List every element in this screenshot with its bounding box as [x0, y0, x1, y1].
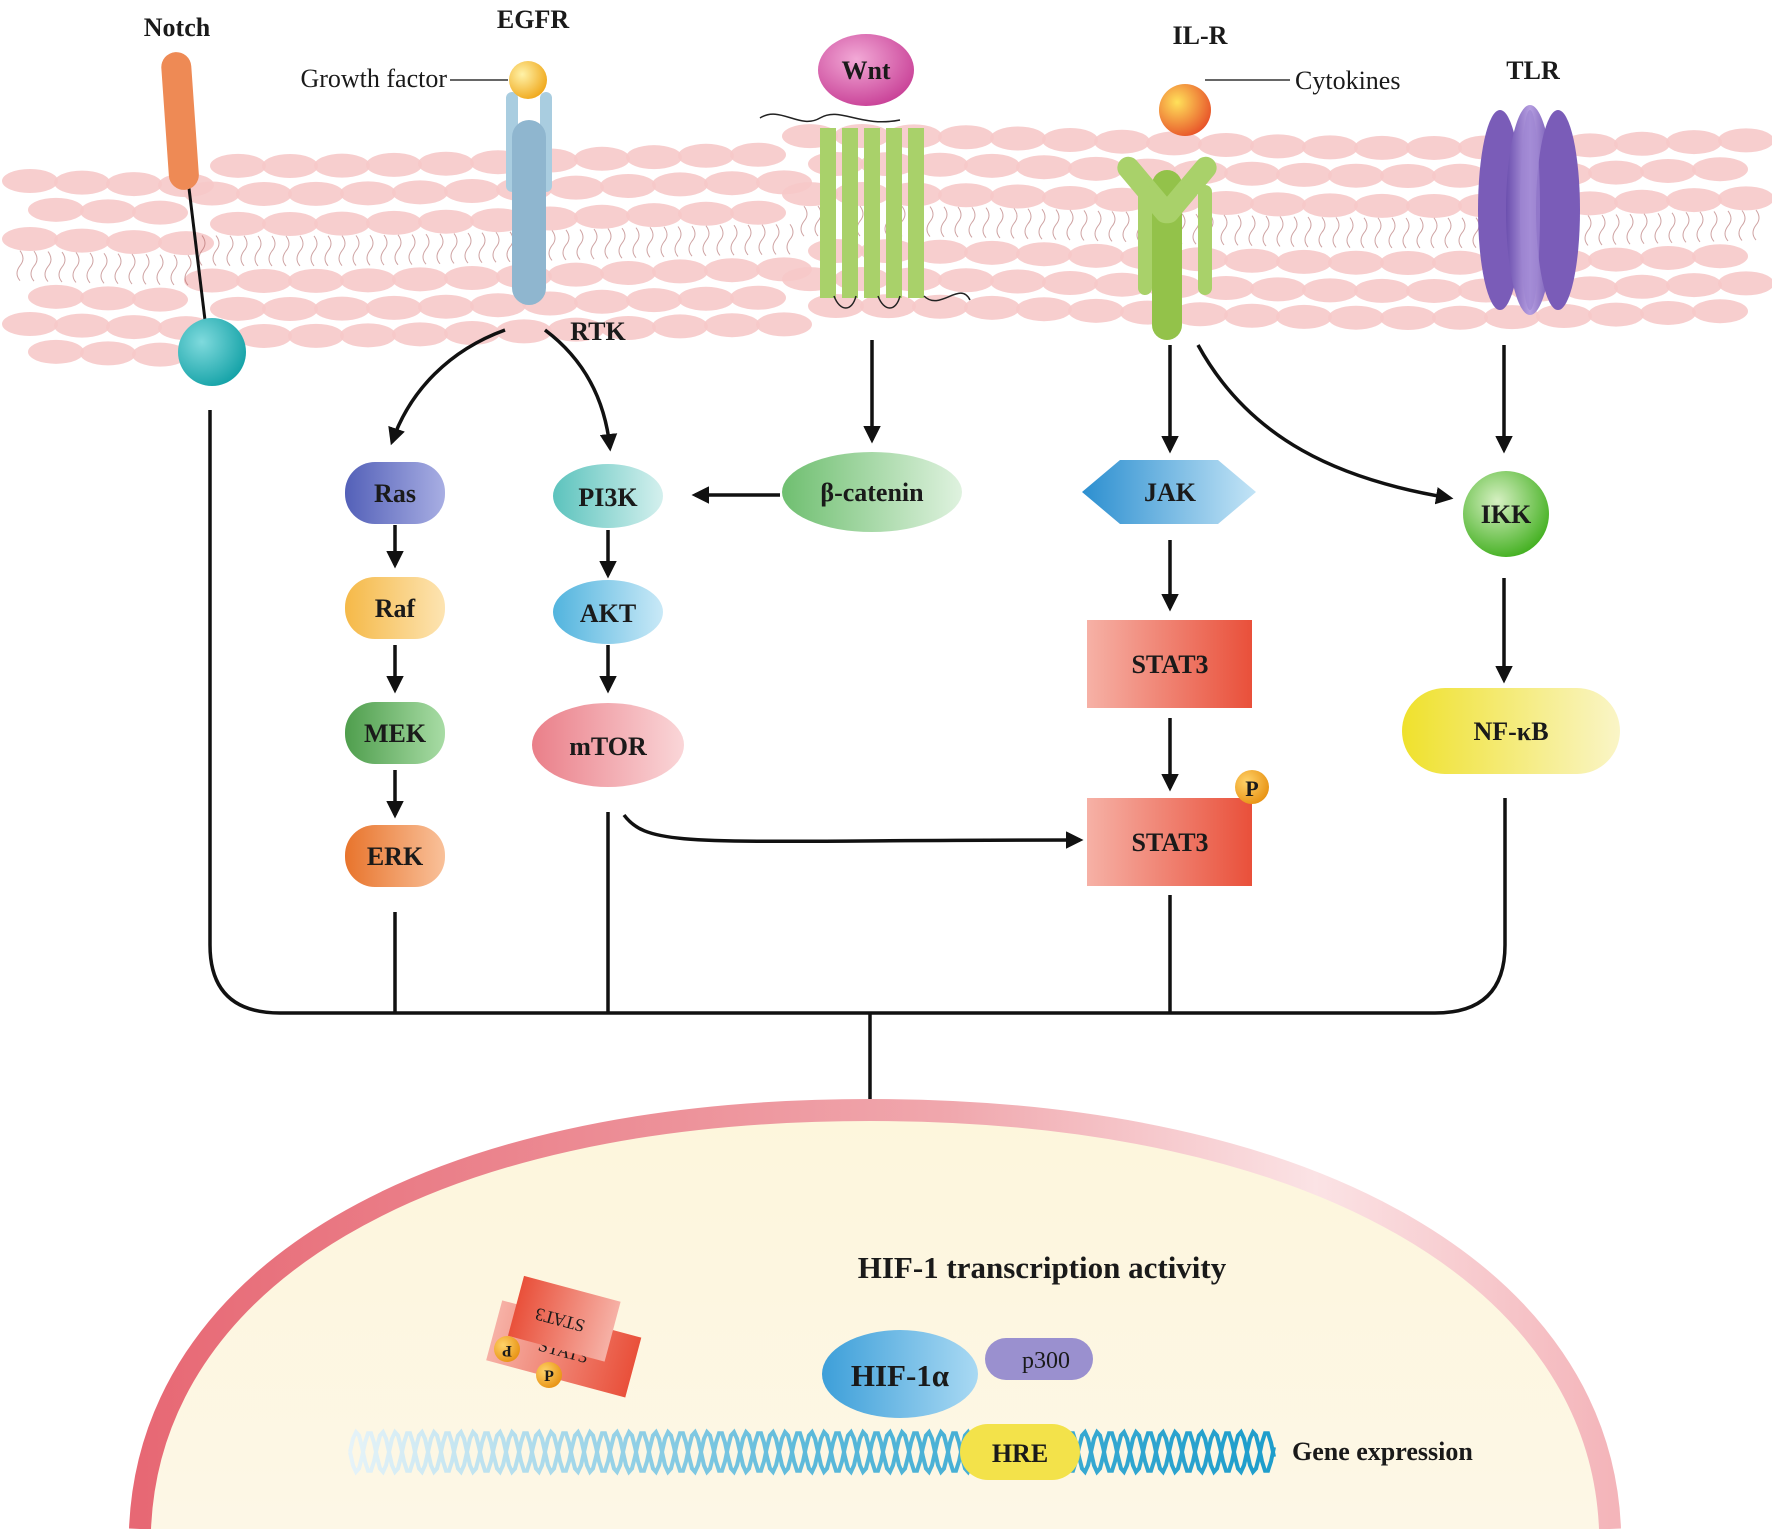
svg-text:IKK: IKK [1481, 500, 1532, 529]
node-jak: JAK [1082, 460, 1256, 524]
wnt-ligand [818, 34, 914, 106]
edge-rtk-pi3k [543, 328, 618, 452]
node-mek: MEK [345, 702, 445, 764]
node-erk: ERK [345, 825, 445, 887]
node-pi3k: PI3K [553, 464, 663, 528]
edge-ilr-ikk [1196, 344, 1454, 505]
svg-text:β-catenin: β-catenin [820, 478, 924, 507]
il-receptor [1117, 79, 1290, 340]
egfr-receptor [450, 61, 552, 305]
svg-text:JAK: JAK [1144, 478, 1197, 507]
svg-text:p300: p300 [1022, 1348, 1070, 1374]
nucleus [129, 1098, 1621, 1529]
node-beta-catenin: β-catenin [782, 452, 962, 532]
svg-text:Raf: Raf [375, 594, 416, 623]
dimer-phosphate-b [536, 1362, 562, 1388]
node-ras: Ras [345, 462, 445, 524]
wnt-frizzled-receptor [759, 34, 971, 309]
edge-convergence-bus [208, 410, 1507, 1015]
stat3-dimer: STAT3 STAT3 P P [486, 1275, 642, 1398]
node-stat3: STAT3 [1087, 620, 1252, 708]
svg-text:AKT: AKT [580, 599, 636, 628]
label-egfr: EGFR [497, 5, 569, 34]
svg-text:P: P [544, 1368, 554, 1385]
node-mtor: mTOR [532, 703, 684, 787]
node-raf: Raf [345, 577, 445, 639]
label-tlr: TLR [1506, 56, 1560, 85]
svg-text:NF-κB: NF-κB [1473, 717, 1548, 746]
svg-text:PI3K: PI3K [578, 483, 638, 512]
svg-text:HRE: HRE [992, 1439, 1048, 1468]
growth-factor-ligand [509, 61, 547, 99]
svg-text:mTOR: mTOR [569, 732, 647, 761]
hre-element: HRE [960, 1424, 1080, 1480]
svg-text:MEK: MEK [364, 719, 427, 748]
edge-mtor-pstat3 [622, 813, 1084, 849]
svg-text:STAT3: STAT3 [1131, 828, 1208, 857]
tlr-receptor [1478, 105, 1580, 315]
node-nfkb: NF-κB [1402, 688, 1620, 774]
dna-helix [348, 1428, 1276, 1476]
svg-text:P: P [502, 1342, 512, 1359]
label-cytokines: Cytokines [1295, 66, 1400, 95]
phosphate-badge [1235, 770, 1269, 804]
svg-text:HIF-1α: HIF-1α [851, 1358, 949, 1393]
label-rtk: RTK [570, 317, 626, 346]
pathway-edges [208, 328, 1513, 1239]
edge-rtk-ras [388, 328, 506, 446]
label-ilr: IL-R [1173, 21, 1228, 50]
cytokine-ligand [1159, 84, 1211, 136]
node-ikk: IKK [1463, 471, 1549, 557]
p300-protein: p300 [985, 1338, 1093, 1380]
notch-receptor [161, 52, 246, 386]
node-phospho-stat3: STAT3 P [1087, 770, 1269, 886]
svg-text:P: P [1245, 776, 1258, 801]
hif1a-protein: HIF-1α [822, 1330, 978, 1418]
svg-text:STAT3: STAT3 [1131, 650, 1208, 679]
dimer-phosphate-a [494, 1336, 520, 1362]
label-wnt: Wnt [841, 56, 890, 85]
label-hif1-activity: HIF-1 transcription activity [858, 1250, 1227, 1285]
label-growth-factor: Growth factor [300, 64, 447, 93]
svg-text:Ras: Ras [374, 479, 416, 508]
nuclear-envelope [129, 1098, 1621, 1529]
svg-text:ERK: ERK [367, 842, 424, 871]
label-notch: Notch [144, 13, 211, 42]
label-gene-expression: Gene expression [1292, 1437, 1473, 1466]
node-akt: AKT [553, 580, 663, 644]
